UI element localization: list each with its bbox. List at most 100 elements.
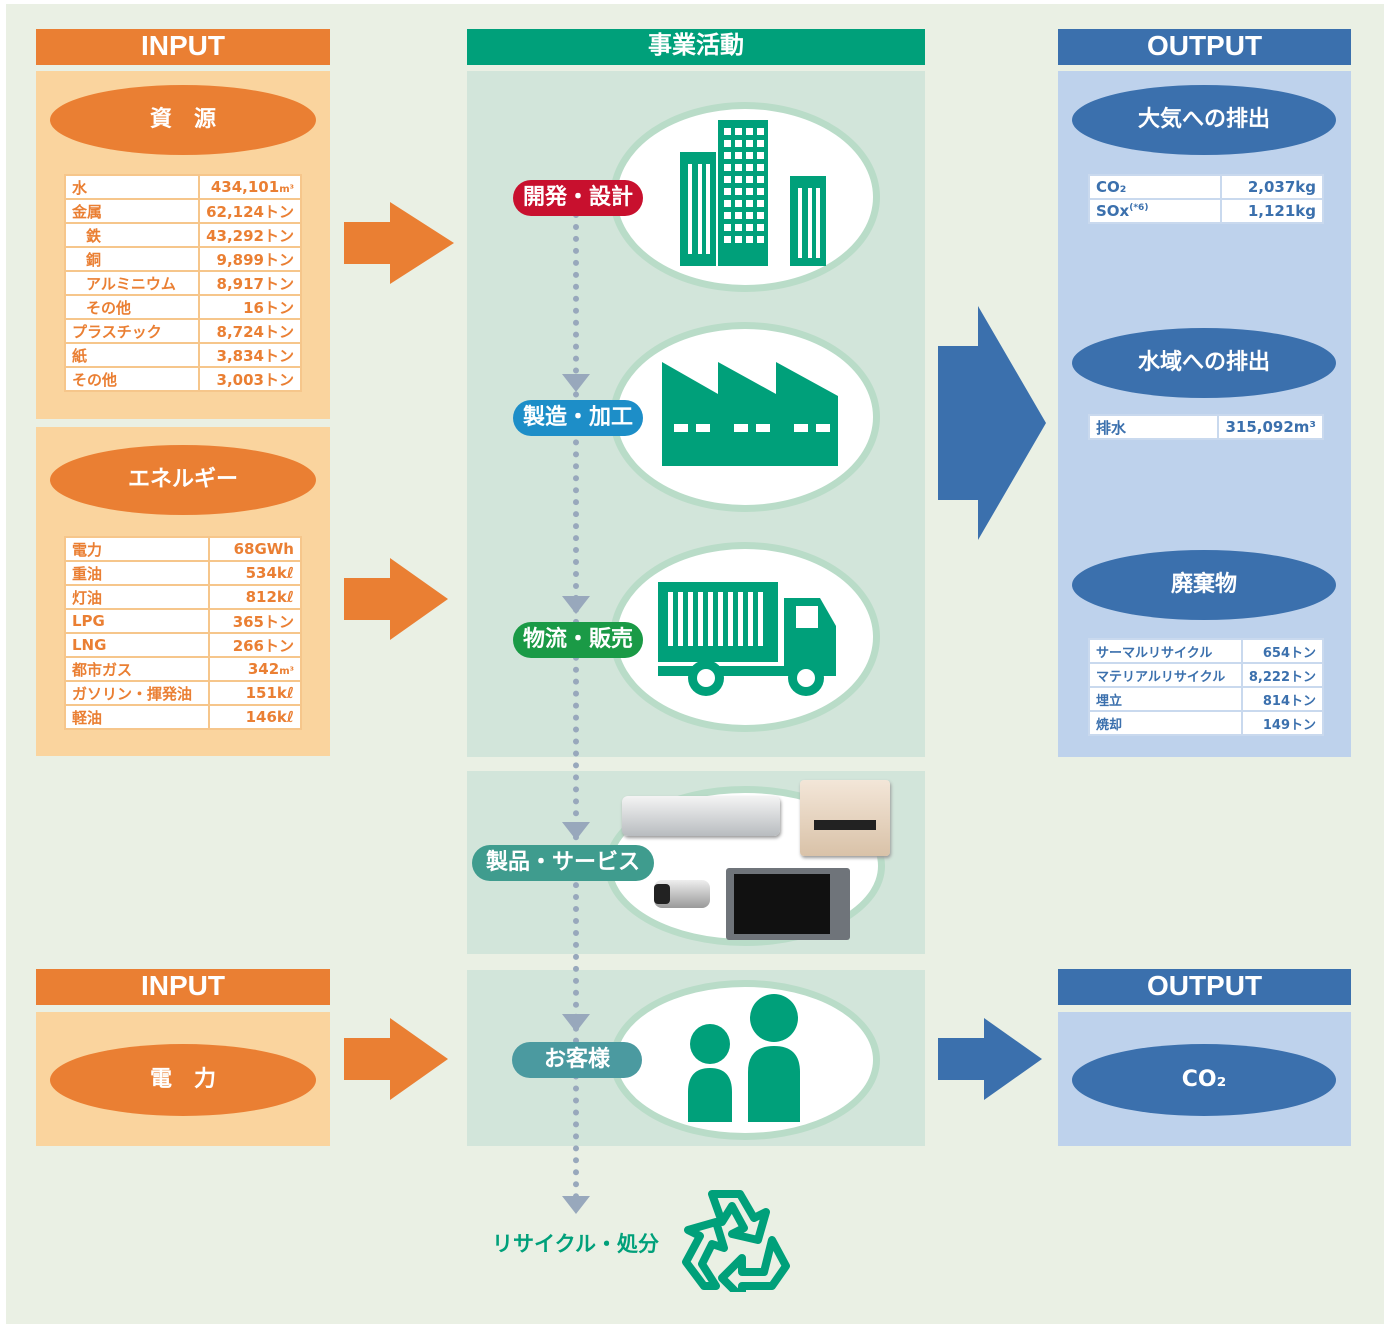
resource-label: 紙 (64, 342, 200, 368)
process-flow-line (573, 212, 579, 1212)
energy-label: 重油 (64, 560, 210, 586)
waste-label: マテリアルリサイクル (1088, 662, 1243, 688)
building-window (757, 212, 764, 219)
resource-value: 9,899トン (198, 246, 302, 272)
business-header: 事業活動 (467, 29, 925, 65)
building-window (746, 140, 753, 147)
building-window (724, 188, 731, 195)
input-header: INPUT (36, 29, 330, 65)
waste-value: 654トン (1240, 638, 1325, 664)
resource-label: アルミニウム (64, 270, 200, 296)
energy-label: 軽油 (64, 704, 210, 730)
air-conditioner-icon (622, 796, 780, 836)
energy-label: 都市ガス (64, 656, 210, 682)
building-window (735, 140, 742, 147)
building-window (735, 128, 742, 135)
energy-label: 電力 (64, 536, 210, 562)
air-emissions-title: 大気への排出 (1072, 85, 1336, 155)
building-window (746, 164, 753, 171)
building-window (724, 212, 731, 219)
building-window (757, 224, 764, 231)
resource-value: 8,917トン (198, 270, 302, 296)
flow-arrowhead-icon (562, 374, 590, 392)
building-window (757, 200, 764, 207)
television-icon (726, 868, 850, 940)
waste-label: 焼却 (1088, 710, 1243, 736)
truck-icon (658, 582, 836, 696)
step-customers: お客様 (512, 1042, 642, 1078)
resource-label: 銅 (64, 246, 200, 272)
building-window (724, 200, 731, 207)
electricity-title: 電 力 (50, 1044, 316, 1116)
building-window (746, 176, 753, 183)
energy-value: 534kℓ (208, 560, 302, 586)
building-window (746, 236, 753, 243)
building-window (735, 200, 742, 207)
resource-label: その他 (64, 366, 200, 392)
step-products: 製品・サービス (472, 845, 654, 881)
bottom-input-header: INPUT (36, 969, 330, 1005)
emissions-flow-arrow (938, 306, 1048, 540)
resource-value: 62,124トン (198, 198, 302, 224)
resource-value: 3,834トン (198, 342, 302, 368)
waste-value: 8,222トン (1240, 662, 1325, 688)
resources-title: 資 源 (50, 85, 316, 155)
building-window (757, 128, 764, 135)
building-window (746, 200, 753, 207)
factory-icon (662, 362, 838, 466)
recycle-icon (682, 1190, 790, 1292)
building-window (724, 140, 731, 147)
energy-label: 灯油 (64, 584, 210, 610)
fan-heater-icon (800, 780, 890, 856)
building-window (724, 236, 731, 243)
water-emissions-title: 水域への排出 (1072, 328, 1336, 398)
flow-arrowhead-icon (562, 822, 590, 840)
building-window (735, 188, 742, 195)
energy-value: 151kℓ (208, 680, 302, 706)
resource-label: プラスチック (64, 318, 200, 344)
flow-arrowhead-icon (562, 596, 590, 614)
customers-icon (688, 994, 800, 1122)
resource-value: 16トン (198, 294, 302, 320)
building-window (724, 152, 731, 159)
building-window (746, 128, 753, 135)
co2-title: CO₂ (1072, 1044, 1336, 1116)
office-building-icon (680, 120, 826, 266)
building-window (757, 152, 764, 159)
resource-label: 鉄 (64, 222, 200, 248)
water-label: 排水 (1087, 414, 1220, 440)
camera-icon (654, 880, 710, 908)
building-window (724, 164, 731, 171)
water-value: 315,092m³ (1217, 414, 1324, 440)
resource-value: 3,003トン (198, 366, 302, 392)
resource-label: 水 (64, 174, 200, 200)
resource-label: 金属 (64, 198, 200, 224)
energy-label: ガソリン・揮発油 (64, 680, 210, 706)
waste-title: 廃棄物 (1072, 550, 1336, 620)
energy-value: 146kℓ (208, 704, 302, 730)
resource-label: その他 (64, 294, 200, 320)
energy-value: 68GWh (208, 536, 302, 562)
waste-value: 149トン (1240, 710, 1325, 736)
bottom-output-header: OUTPUT (1058, 969, 1351, 1005)
